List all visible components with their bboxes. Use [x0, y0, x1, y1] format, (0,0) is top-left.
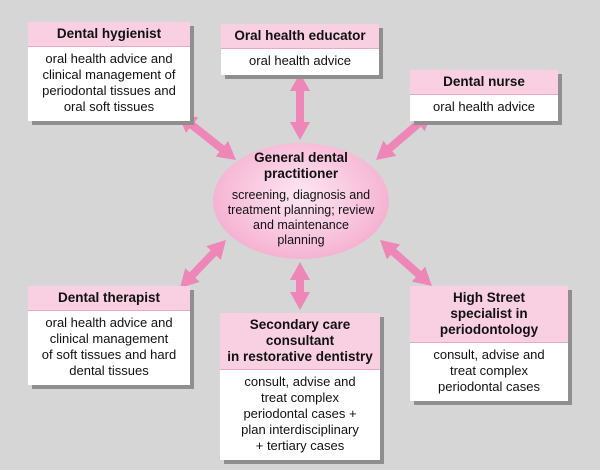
arrow-nurse: [376, 112, 432, 160]
dental-hygienist-title: Dental hygienist: [28, 22, 190, 47]
high-street-specialist-description: consult, advise and treat complex period…: [433, 347, 545, 394]
arrow-secondary: [290, 262, 310, 310]
dental-therapist-box: Dental therapist oral health advice and …: [28, 286, 190, 385]
dental-nurse-description: oral health advice: [433, 99, 535, 114]
arrow-therapist: [180, 240, 226, 288]
dental-nurse-title: Dental nurse: [410, 70, 558, 95]
secondary-care-consultant-box: Secondary care consultant in restorative…: [220, 313, 380, 460]
oral-health-educator-title: Oral health educator: [221, 24, 379, 49]
general-dental-practitioner-description: screening, diagnosis and treatment plann…: [227, 188, 375, 247]
general-dental-practitioner-ellipse: [213, 143, 389, 259]
high-street-specialist-title: High Street specialist in periodontology: [410, 286, 568, 343]
arrow-hygienist: [178, 114, 236, 160]
oral-health-educator-box: Oral health educator oral health advice: [221, 24, 379, 75]
arrow-educator: [290, 73, 310, 140]
general-dental-practitioner-title: General dental practitioner: [254, 150, 348, 181]
secondary-care-consultant-description: consult, advise and treat complex period…: [241, 374, 359, 453]
dental-hygienist-description: oral health advice and clinical manageme…: [42, 51, 176, 114]
high-street-specialist-box: High Street specialist in periodontology…: [410, 286, 568, 401]
dental-hygienist-box: Dental hygienist oral health advice and …: [28, 22, 190, 121]
dental-nurse-box: Dental nurse oral health advice: [410, 70, 558, 121]
arrow-specialist: [380, 240, 432, 286]
dental-therapist-description: oral health advice and clinical manageme…: [41, 315, 177, 378]
general-dental-practitioner-text: General dental practitioner screening, d…: [213, 150, 389, 248]
dental-therapist-title: Dental therapist: [28, 286, 190, 311]
oral-health-educator-description: oral health advice: [249, 53, 351, 68]
secondary-care-consultant-title: Secondary care consultant in restorative…: [220, 313, 380, 370]
